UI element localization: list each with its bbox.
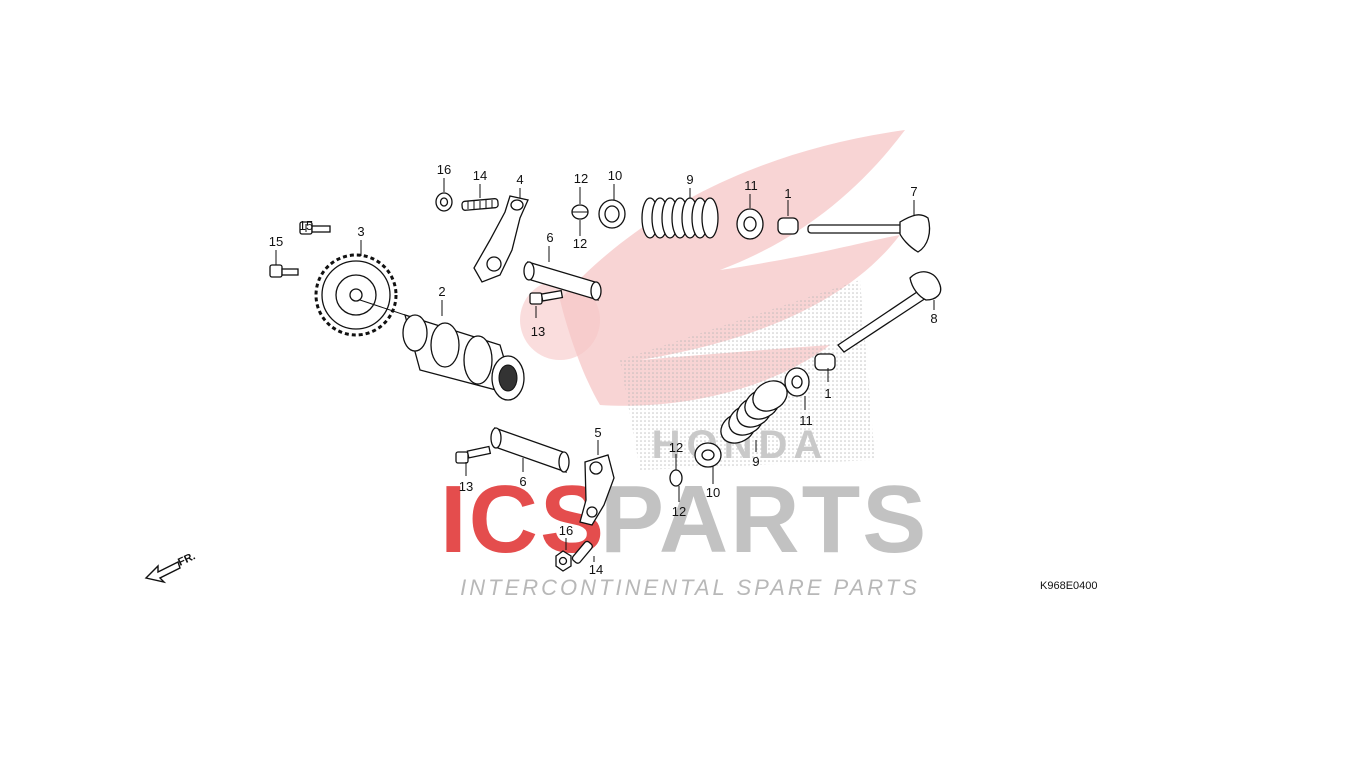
stem-seal-1-lower xyxy=(814,353,836,371)
callout-10-lower: 10 xyxy=(706,485,720,500)
callout-12-upper-bottom: 12 xyxy=(573,236,587,251)
bolt-15-b xyxy=(269,264,299,278)
watermark-brand-right: PARTS xyxy=(600,466,928,573)
callout-6-upper: 6 xyxy=(546,230,553,245)
valve-8 xyxy=(837,271,942,353)
spring-9-upper xyxy=(641,197,719,239)
callout-3: 3 xyxy=(357,224,364,239)
bolt-13-upper xyxy=(529,289,564,305)
front-arrow-icon xyxy=(144,561,181,584)
cotter-12-lower xyxy=(669,469,683,487)
callout-11-upper: 11 xyxy=(744,178,758,193)
callout-2: 2 xyxy=(438,284,445,299)
callout-14-upper: 14 xyxy=(473,168,487,183)
stud-14-lower xyxy=(571,540,593,564)
watermark-tagline: INTERCONTINENTAL SPARE PARTS xyxy=(460,575,920,600)
callout-6-lower: 6 xyxy=(519,474,526,489)
stud-14-upper xyxy=(461,198,499,211)
rocker-arm-4 xyxy=(473,195,529,283)
callout-1-lower: 1 xyxy=(824,386,831,401)
front-label: FR. xyxy=(176,550,197,568)
seal-10-lower xyxy=(694,442,722,468)
callout-7: 7 xyxy=(910,184,917,199)
retainer-11-lower xyxy=(784,367,810,397)
nut-16-lower xyxy=(555,550,572,572)
callout-12-lower-top: 12 xyxy=(669,440,683,455)
callout-1-upper: 1 xyxy=(784,186,791,201)
shaft-6-upper xyxy=(523,261,602,301)
callout-15-a: 15 xyxy=(299,218,313,233)
dotted-area xyxy=(620,280,875,470)
retainer-11-upper xyxy=(736,208,764,240)
camshaft-2 xyxy=(359,299,525,401)
callout-11-lower: 11 xyxy=(799,413,813,428)
callout-8: 8 xyxy=(930,311,937,326)
wing-logo xyxy=(560,130,905,406)
callout-16-upper: 16 xyxy=(437,162,451,177)
callout-5: 5 xyxy=(594,425,601,440)
callout-14-lower: 14 xyxy=(589,562,603,577)
callout-9-lower: 9 xyxy=(752,454,759,469)
bolt-13-lower xyxy=(455,445,492,464)
callout-4: 4 xyxy=(516,172,523,187)
watermark: HONDA ICS PARTS INTERCONTINENTAL SPARE P… xyxy=(440,130,928,600)
cotter-12-upper xyxy=(571,204,589,220)
callout-16-lower: 16 xyxy=(559,523,573,538)
callout-9-upper: 9 xyxy=(686,172,693,187)
callout-13-lower: 13 xyxy=(459,479,473,494)
callout-13-upper: 13 xyxy=(531,324,545,339)
seal-10-upper xyxy=(598,199,626,229)
callout-15-b: 15 xyxy=(269,234,283,249)
rocker-arm-5 xyxy=(579,454,615,526)
nut-16-upper xyxy=(435,192,453,212)
cam-sprocket-3 xyxy=(314,253,398,337)
callout-12-upper-top: 12 xyxy=(574,171,588,186)
leader-lines xyxy=(275,178,935,562)
valve-7 xyxy=(807,214,931,253)
bolt-15-a xyxy=(299,221,331,235)
front-direction-indicator: FR. xyxy=(144,550,197,584)
shaft-6-lower xyxy=(490,427,570,473)
stem-seal-1-upper xyxy=(777,217,799,235)
diagram-code: K968E0400 xyxy=(1040,580,1098,592)
callout-10-upper: 10 xyxy=(608,168,622,183)
callout-12-lower-bottom: 12 xyxy=(672,504,686,519)
spring-9-lower xyxy=(720,380,788,444)
callouts: 16 14 4 12 12 10 9 11 1 7 15 15 3 6 2 13… xyxy=(269,162,938,577)
